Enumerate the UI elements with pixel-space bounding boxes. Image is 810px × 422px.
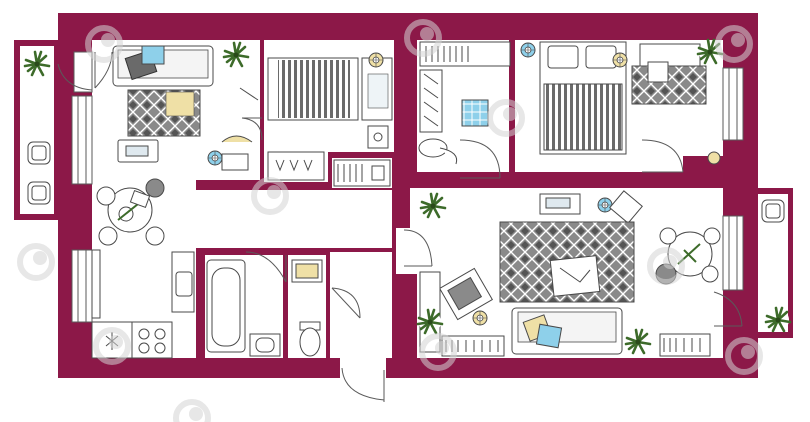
armchair-icon — [27, 141, 51, 205]
table-icon — [539, 193, 581, 215]
right-balcony — [761, 199, 792, 333]
bed-icon — [539, 41, 627, 155]
toilet-icon — [291, 259, 323, 357]
sofa-icon — [511, 307, 623, 355]
sink-icon — [249, 333, 281, 357]
rug-icon — [631, 65, 707, 105]
kitchen — [91, 178, 195, 359]
living-room-left — [112, 41, 259, 171]
left-balcony — [23, 50, 51, 205]
stove-icon — [91, 321, 173, 359]
closet — [418, 41, 511, 165]
bedroom-right — [520, 38, 724, 165]
windows — [71, 51, 744, 323]
sink-icon — [171, 251, 195, 313]
armchair-icon — [438, 267, 494, 321]
sink-icon — [418, 138, 458, 165]
sofa-icon — [112, 45, 214, 87]
chair-icon — [221, 135, 253, 171]
wardrobe-icon — [267, 151, 391, 187]
bathroom — [206, 259, 323, 357]
bathtub-icon — [206, 259, 246, 353]
chair-icon — [96, 178, 165, 246]
lamp-icon — [207, 150, 223, 166]
storage-room — [267, 52, 393, 187]
table-icon — [117, 139, 159, 163]
armchair-icon — [761, 199, 785, 223]
table-icon — [107, 187, 153, 233]
